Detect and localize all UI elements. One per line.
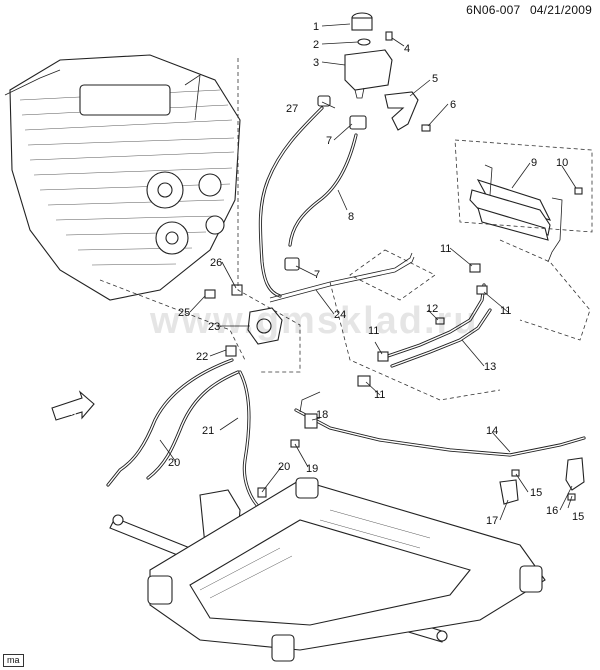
front-arrow-icon: FRT (51, 390, 95, 421)
bolt-25 (204, 289, 216, 299)
callout-11: 11 (500, 305, 511, 317)
callout-23: 23 (208, 321, 220, 333)
bolt-19 (290, 439, 300, 448)
front-arrow-label: FRT (62, 408, 78, 417)
callout-2: 2 (313, 39, 319, 51)
fitting-20-right (257, 487, 267, 498)
clamp-7-lower (284, 257, 300, 271)
bolt-15-a (511, 469, 520, 477)
diagram-code: 6N06-007 (466, 3, 521, 17)
engine-assembly (4, 54, 241, 301)
callout-15: 15 (530, 487, 542, 499)
clamp-11-c (377, 351, 389, 362)
callout-24: 24 (334, 309, 346, 321)
reservoir-assembly (344, 12, 393, 99)
callout-16: 16 (546, 505, 558, 517)
callout-14: 14 (486, 425, 498, 437)
hose-8 (288, 133, 358, 247)
cooler-9 (469, 164, 583, 263)
corner-badge: ma (3, 654, 24, 667)
callout-3: 3 (313, 57, 319, 69)
callout-11: 11 (374, 389, 385, 401)
callout-9: 9 (531, 157, 537, 169)
callout-21: 21 (202, 425, 214, 437)
callout-6: 6 (450, 99, 456, 111)
pump-23 (204, 284, 283, 345)
callout-5: 5 (432, 73, 438, 85)
fitting-22 (225, 345, 237, 357)
callout-15: 15 (572, 511, 584, 523)
fitting-18 (304, 413, 318, 429)
cradle (147, 477, 546, 662)
fitting-27 (317, 95, 331, 107)
fitting-26 (231, 284, 243, 296)
clamp-11-b (476, 285, 488, 295)
callout-4: 4 (404, 43, 410, 55)
callout-22: 22 (196, 351, 208, 363)
clamp-11-d (357, 375, 371, 387)
diagram-date: 04/21/2009 (529, 3, 592, 17)
callout-26: 26 (210, 257, 222, 269)
bolt-12 (435, 317, 445, 325)
callout-11: 11 (368, 325, 379, 337)
clamp-11-a (469, 263, 481, 273)
callout-7: 7 (314, 269, 320, 281)
bracket-17 (499, 479, 519, 505)
callout-1: 1 (313, 21, 319, 33)
diagram-header: 6N06-007 04/21/2009 (460, 3, 592, 17)
callout-13: 13 (484, 361, 496, 373)
callout-11: 11 (440, 243, 451, 255)
callout-7: 7 (326, 135, 332, 147)
watermark: www.gmsklad.ru (150, 300, 479, 342)
callout-12: 12 (426, 303, 438, 315)
callout-18: 18 (316, 409, 328, 421)
callout-19: 19 (306, 463, 318, 475)
clamp-7-upper (349, 115, 367, 130)
callout-27: 27 (286, 103, 298, 115)
callout-20: 20 (168, 457, 180, 469)
reservoir-bracket (384, 91, 419, 131)
callout-10: 10 (556, 157, 568, 169)
callout-17: 17 (486, 515, 498, 527)
callout-20: 20 (278, 461, 290, 473)
bolt-6 (421, 124, 431, 132)
bracket-16 (565, 457, 585, 491)
callout-8: 8 (348, 211, 354, 223)
callout-25: 25 (178, 307, 190, 319)
